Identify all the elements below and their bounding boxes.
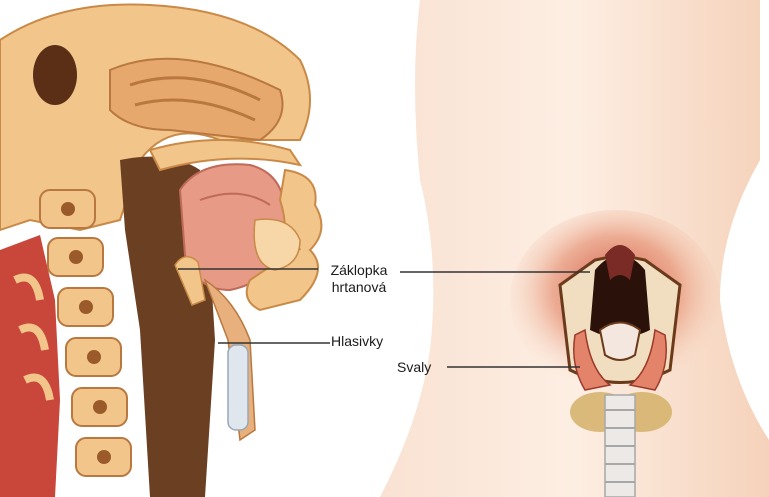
epiglottis-frontal <box>605 245 635 280</box>
sagittal-section <box>0 4 321 497</box>
label-vocal-cords: Hlasivky <box>331 333 383 350</box>
vocal-folds <box>600 323 640 361</box>
frontal-neck <box>380 0 769 497</box>
label-epiglottis-line2: hrtanová <box>318 279 400 296</box>
sinus <box>33 45 77 105</box>
label-muscles: Svaly <box>397 359 431 376</box>
label-epiglottis-line1: Záklopka <box>318 262 400 279</box>
vocal-cord-cartilage <box>228 345 248 430</box>
label-epiglottis: Záklopka hrtanová <box>318 262 400 296</box>
